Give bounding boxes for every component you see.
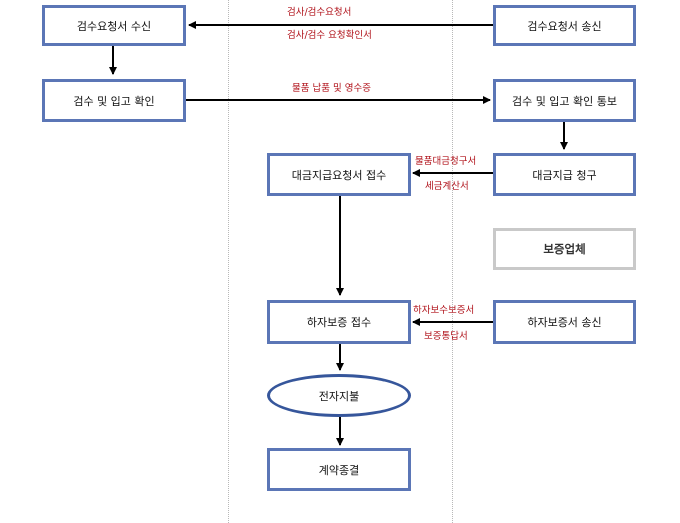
label-warranty-bottom: 보증통답서: [424, 331, 468, 342]
node-contract-close: 계약종결: [267, 448, 411, 491]
lane-divider-left: [228, 0, 229, 523]
label-delivery: 물품 납품 및 영수증: [292, 83, 371, 94]
node-guarantee-company: 보증업체: [493, 228, 636, 270]
lane-divider-right: [452, 0, 453, 523]
label-payment-top: 물품대금청구서: [415, 156, 477, 167]
node-send-request: 검수요청서 송신: [493, 5, 636, 46]
node-receive-request: 검수요청서 수신: [42, 5, 186, 46]
node-notify-inspection: 검수 및 입고 확인 통보: [493, 79, 636, 122]
label-request-top: 검사/검수요청서: [287, 7, 352, 18]
node-payment-claim: 대금지급 청구: [493, 153, 636, 196]
node-confirm-inspection: 검수 및 입고 확인: [42, 79, 186, 122]
label-payment-bottom: 세금계산서: [425, 181, 469, 192]
node-electronic-payment: 전자지불: [267, 374, 411, 417]
label-warranty-top: 하자보수보증서: [413, 305, 475, 316]
node-receive-payment-request: 대금지급요청서 접수: [267, 153, 411, 196]
label-request-bottom: 검사/검수 요청확인서: [287, 30, 372, 41]
node-send-warranty: 하자보증서 송신: [493, 300, 636, 344]
node-receive-warranty: 하자보증 접수: [267, 300, 411, 344]
